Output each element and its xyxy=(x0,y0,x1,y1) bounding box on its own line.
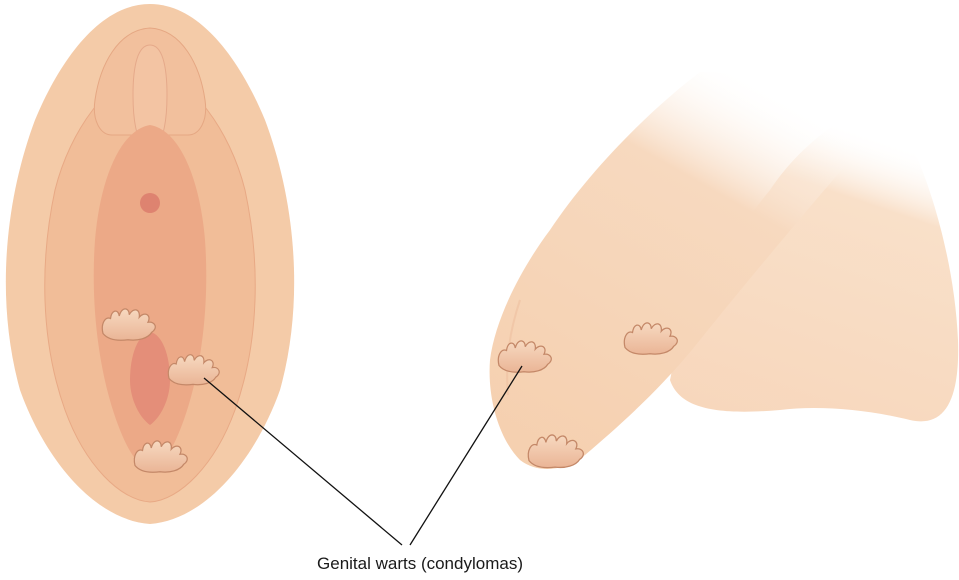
diagram-caption: Genital warts (condylomas) xyxy=(250,554,590,574)
leader-line-male xyxy=(410,366,522,545)
vulva-illustration xyxy=(6,4,294,524)
urethral-opening xyxy=(140,193,160,213)
penis-illustration xyxy=(490,72,959,469)
